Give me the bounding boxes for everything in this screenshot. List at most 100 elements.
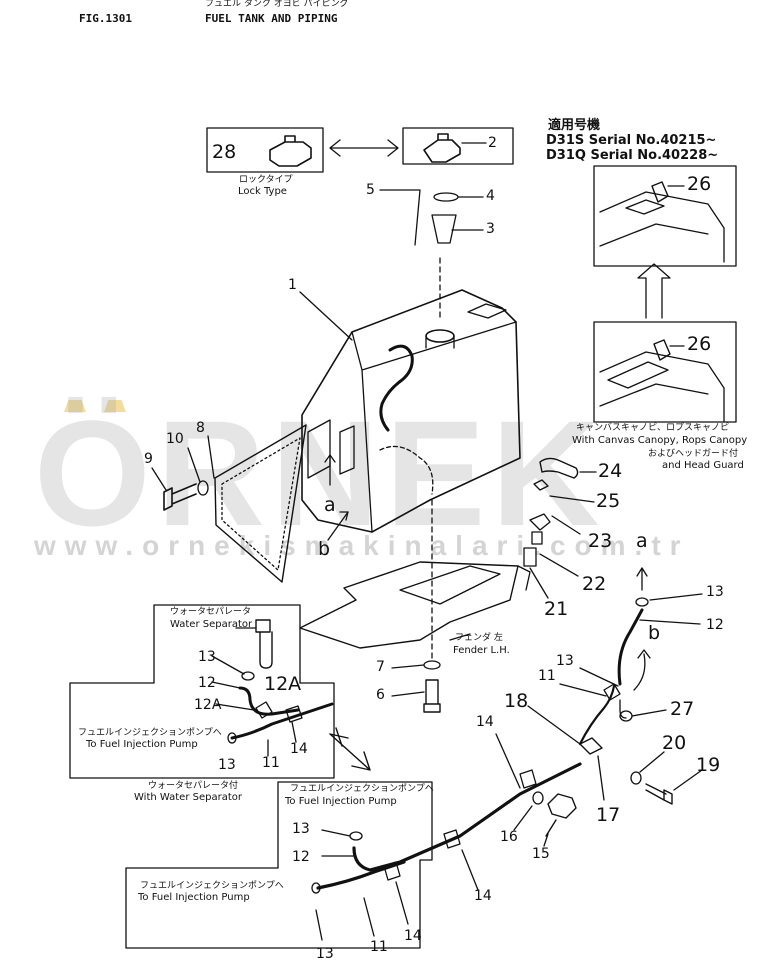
pipe-12-bottom [352, 762, 582, 872]
to-pump-jp-bottom: フュエルインジェクションポンプへ [290, 784, 434, 794]
title-japanese: フュエル タンク オヨビ パイピング [205, 0, 349, 9]
to-pump-en-bottom2: To Fuel Injection Pump [138, 892, 250, 903]
watermark-url: www.ornekismakinalari.com.tr [34, 530, 690, 561]
fender-plate [399, 565, 501, 605]
to-pump-en-left: To Fuel Injection Pump [86, 739, 198, 750]
fender-lh [299, 561, 519, 649]
canopy-drawing-lower [599, 351, 725, 423]
washer-16 [532, 791, 544, 805]
leader-26 [667, 185, 685, 347]
water-separator-en: Water Separator [170, 619, 253, 630]
leader-5 [379, 189, 421, 246]
callout-11-left: 11 [262, 755, 280, 771]
arrow-b2-head [637, 649, 651, 659]
callout-11-right: 11 [538, 668, 556, 684]
leader-22 [539, 553, 579, 577]
with-water-sep-jp: ウォータセパレータ付 [148, 781, 239, 791]
leaders-left [211, 655, 297, 757]
clamp-14-mid [443, 829, 461, 849]
washer-13a [241, 671, 255, 681]
canopy-drawing-upper [599, 191, 725, 263]
head-guard-en: and Head Guard [662, 460, 744, 471]
head-guard-jp: およびヘッドガード付 [648, 449, 739, 459]
to-pump-en-bottom: To Fuel Injection Pump [285, 796, 397, 807]
leader-9 [151, 467, 167, 491]
elbow-12a [255, 701, 273, 719]
cap-26-upper [651, 181, 669, 203]
callout-6: 6 [376, 687, 385, 703]
callout-14-left: 14 [290, 741, 308, 757]
callout-13-left-bottom: 13 [218, 757, 236, 773]
tank-bracket [307, 419, 331, 479]
washer-10 [197, 480, 209, 496]
change-arrow [329, 727, 371, 771]
cover-panel [214, 424, 307, 583]
bolt-6 [423, 679, 441, 713]
callout-14-bottom: 14 [404, 928, 422, 944]
leaders-bottom [315, 733, 521, 941]
callout-23: 23 [588, 530, 613, 552]
callout-19: 19 [696, 754, 721, 776]
callout-12a-large: 12A [264, 673, 302, 695]
canopy-box-lower [593, 321, 737, 423]
callout-b2: b [648, 622, 661, 644]
with-water-sep-en: With Water Separator [134, 792, 242, 803]
callout-13-mid: 13 [556, 653, 574, 669]
bolt-15 [545, 793, 577, 837]
tank-plate [467, 303, 507, 319]
callout-25: 25 [596, 490, 621, 512]
callout-12-bottom: 12 [292, 849, 310, 865]
pipe-11-right [578, 684, 616, 746]
fuel-tank-edges [351, 321, 517, 533]
figure-title: FUEL TANK AND PIPING [205, 12, 338, 25]
breather-pipe [379, 344, 414, 432]
canopy-jp: キャンバスキャノピ、ロプスキャノピ [576, 423, 730, 433]
callout-26-lower: 26 [687, 333, 712, 355]
filler-neck [425, 329, 455, 343]
leader-fender [449, 633, 471, 641]
leaders-19-20 [639, 751, 703, 791]
leaders-15-16 [513, 805, 549, 847]
callout-13-bottom-top: 13 [292, 821, 310, 837]
callout-26-upper: 26 [687, 173, 712, 195]
callout-18: 18 [504, 690, 529, 712]
lock-type-jp: ロックタイプ [239, 175, 293, 185]
pipe-12 [238, 686, 300, 716]
bottom-frame [125, 781, 433, 949]
bolt-19 [645, 783, 673, 805]
hose-24 [539, 457, 579, 479]
callout-20: 20 [662, 732, 687, 754]
serial-d31q: D31Q Serial No.40228~ [546, 148, 719, 163]
elbow-25 [533, 479, 549, 491]
cap-box [402, 127, 514, 165]
leader-6-7 [391, 664, 425, 697]
callout-11-bottom: 11 [370, 939, 388, 955]
cover-panel-inner [221, 437, 301, 571]
washer-13c [635, 597, 649, 607]
arrow-b-head [339, 511, 349, 521]
leader-8 [207, 435, 215, 479]
arrow-b2 [633, 653, 646, 691]
hidden-pipe [379, 445, 434, 495]
callout-12-left: 12 [198, 675, 216, 691]
arrow-a2-head [636, 567, 648, 577]
fitting-right [603, 683, 621, 701]
leader-25 [549, 495, 595, 503]
callout-21: 21 [544, 598, 569, 620]
callout-24: 24 [598, 460, 623, 482]
tank-bracket-2 [339, 425, 355, 475]
serial-jp: 適用号機 [548, 118, 601, 133]
water-separator-frame [69, 604, 335, 779]
leader-21 [529, 567, 549, 599]
callout-12-right: 12 [706, 617, 724, 633]
filler-neck-side [425, 335, 455, 349]
pipe-joint [619, 699, 627, 719]
callout-13-left: 13 [198, 649, 216, 665]
leaders-17-18 [527, 705, 605, 801]
lock-type-cap-box [206, 127, 324, 173]
watermark-dots [64, 400, 134, 414]
callout-17: 17 [596, 804, 621, 826]
leader-23 [551, 515, 581, 535]
pipe-12-right [617, 608, 644, 686]
